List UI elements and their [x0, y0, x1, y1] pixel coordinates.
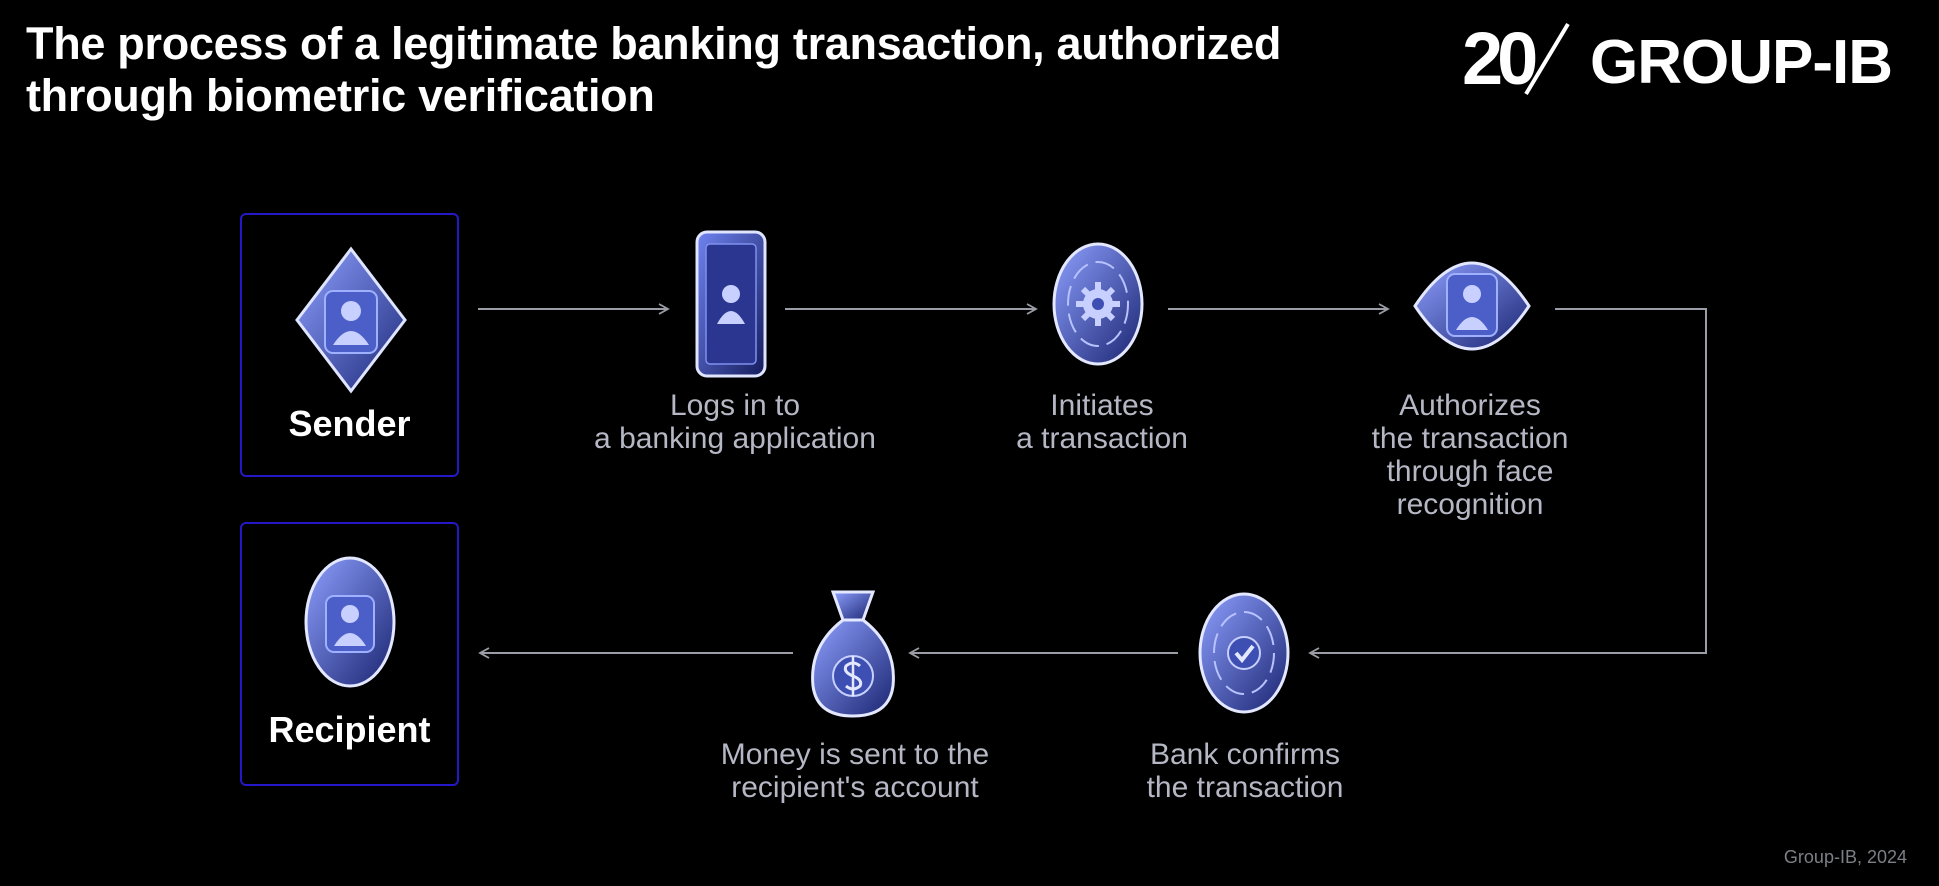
- page-title: The process of a legitimate banking tran…: [26, 18, 1282, 121]
- user-coin-icon: [304, 556, 396, 688]
- step-confirm-label: Bank confirms the transaction: [1146, 738, 1344, 804]
- recipient-label: Recipient: [268, 709, 431, 750]
- logo-number: 20: [1462, 17, 1538, 100]
- group-ib-logo: 20 GROUP-IB: [1462, 14, 1912, 104]
- sender-box: Sender: [240, 213, 459, 477]
- check-cycle-icon: [1198, 592, 1290, 714]
- sender-label: Sender: [288, 403, 411, 444]
- recipient-box: Recipient: [240, 522, 459, 786]
- face-eye-icon: [1413, 261, 1531, 351]
- logo-slash-icon: [1522, 21, 1572, 97]
- gear-cycle-icon: [1052, 242, 1144, 366]
- step-initiate-label: Initiates a transaction: [1016, 389, 1188, 455]
- step-login-label: Logs in to a banking application: [594, 389, 876, 455]
- footer-credit: Group-IB, 2024: [1783, 847, 1907, 867]
- phone-user-icon: [695, 230, 767, 378]
- user-diamond-icon: [295, 246, 407, 394]
- step-money-sent-label: Money is sent to the recipient's account: [720, 738, 990, 804]
- step-authorize-label: Authorizes the transaction through face …: [1371, 389, 1569, 521]
- money-bag-icon: [811, 590, 895, 718]
- arrow-authorize-to-confirm: [1308, 308, 1707, 659]
- logo-text: GROUP-IB: [1590, 28, 1893, 97]
